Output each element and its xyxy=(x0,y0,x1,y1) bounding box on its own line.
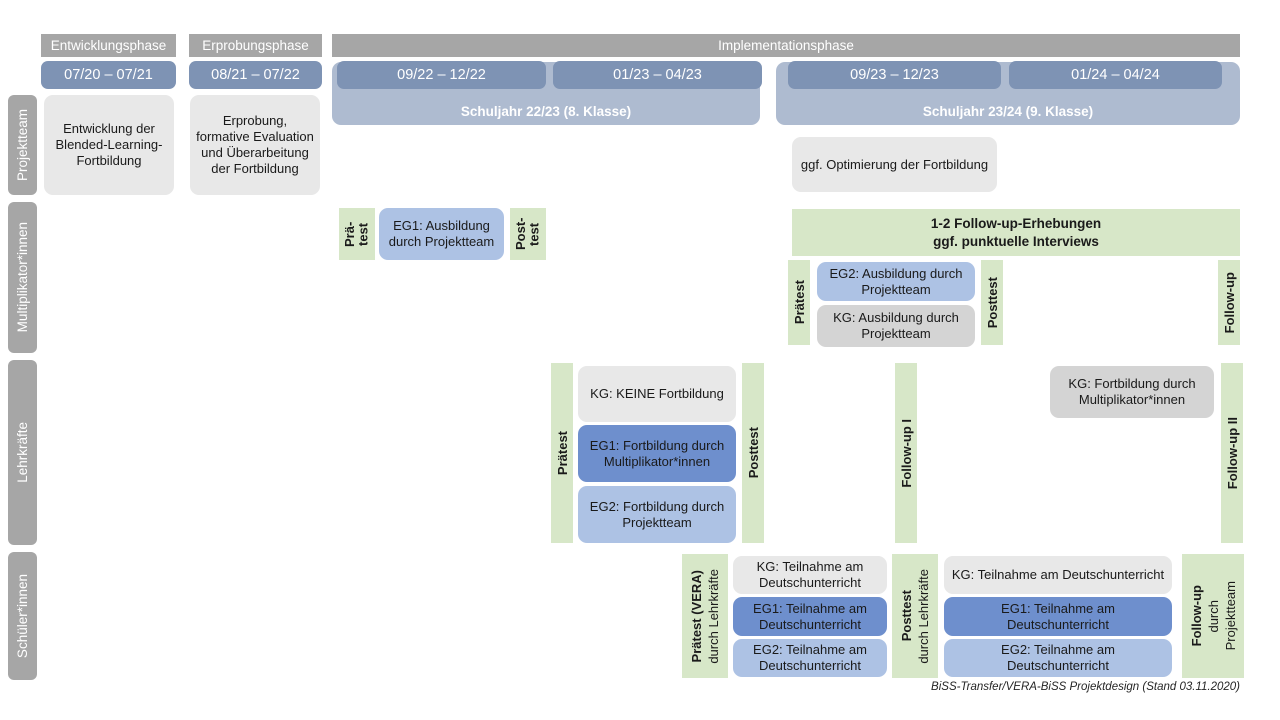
praetest-vera-label: Prätest (VERA) xyxy=(689,569,704,663)
multiplikatorinnen-kg-box: KG: Ausbildung durch Projektteam xyxy=(817,305,975,347)
multiplikatorinnen-praetest-1-strip: Prä-test xyxy=(339,208,375,260)
schuelerinnen-eg1-2-box: EG1: Teilnahme am Deutschunterricht xyxy=(944,597,1172,636)
period-label: 09/22 – 12/22 xyxy=(397,67,486,83)
period-label: 01/24 – 04/24 xyxy=(1071,67,1160,83)
multiplikatorinnen-eg2-box: EG2: Ausbildung durch Projektteam xyxy=(817,262,975,301)
school-year-label: Schuljahr 23/24 (9. Klasse) xyxy=(922,104,1094,119)
period-pill-0923-1223: 09/23 – 12/23 xyxy=(788,61,1001,89)
posttest-sub-label: durch Lehrkräfte xyxy=(916,568,931,664)
schuelerinnen-eg2-2-box: EG2: Teilnahme am Deutschunterricht xyxy=(944,639,1172,677)
schuelerinnen-kg-2-box: KG: Teilnahme am Deutschunterricht xyxy=(944,556,1172,594)
period-pill-0124-0424: 01/24 – 04/24 xyxy=(1009,61,1222,89)
lehrkraefte-followup-2-strip: Follow-up II xyxy=(1221,363,1243,543)
row-label-multiplikatorinnen: Multiplikator*innen xyxy=(8,202,37,353)
schuelerinnen-kg-1-box: KG: Teilnahme am Deutschunterricht xyxy=(733,556,887,594)
schuelerinnen-followup-strip: Follow-up durch Projektteam xyxy=(1182,554,1244,678)
lehrkraefte-posttest-strip: Posttest xyxy=(742,363,764,543)
phase-header-implementationsphase: Implementationsphase xyxy=(332,34,1240,57)
followup-1-label: Follow-up I xyxy=(898,418,914,488)
phase-header-erprobungsphase: Erprobungsphase xyxy=(189,34,322,57)
projektteam-entwicklung-box: Entwicklung der Blended-Learning-Fortbil… xyxy=(44,95,174,195)
lehrkraefte-followup-1-strip: Follow-up I xyxy=(895,363,917,543)
praetest-label: Prä-test xyxy=(342,221,371,247)
period-pill-0720-0721: 07/20 – 07/21 xyxy=(41,61,176,89)
praetest-label: Prätest xyxy=(791,280,807,325)
period-label: 09/23 – 12/23 xyxy=(850,67,939,83)
period-label: 07/20 – 07/21 xyxy=(64,67,153,83)
projektteam-optimierung-box: ggf. Optimierung der Fortbildung xyxy=(792,137,997,192)
posttest-label: Posttest xyxy=(745,427,761,479)
posttest-label: Posttest xyxy=(899,590,914,642)
period-pill-0123-0423: 01/23 – 04/23 xyxy=(553,61,762,89)
multiplikatorinnen-posttest-1-strip: Post-test xyxy=(510,208,546,260)
row-label-schuelerinnen: Schüler*innen xyxy=(8,552,37,680)
multiplikatorinnen-posttest-2-strip: Posttest xyxy=(981,260,1003,345)
lehrkraefte-kg-fortbildung-box: KG: Fortbildung durch Multiplikator*inne… xyxy=(1050,366,1214,418)
followup-label: Follow-up xyxy=(1188,585,1204,647)
footer-caption: BiSS-Transfer/VERA-BiSS Projektdesign (S… xyxy=(931,681,1240,693)
lehrkraefte-eg1-box: EG1: Fortbildung durch Multiplikator*inn… xyxy=(578,425,736,482)
schuelerinnen-praetest-strip: Prätest (VERA) durch Lehrkräfte xyxy=(682,554,728,678)
school-year-label: Schuljahr 22/23 (8. Klasse) xyxy=(460,104,632,119)
phase-header-label: Erprobungsphase xyxy=(202,37,309,53)
row-label-projektteam: Projektteam xyxy=(8,95,37,195)
multiplikatorinnen-praetest-2-strip: Prätest xyxy=(788,260,810,345)
posttest-label: Post-test xyxy=(513,217,542,251)
posttest-label: Posttest xyxy=(984,276,1000,329)
followup-2-label: Follow-up II xyxy=(1224,416,1240,490)
followup-label: Follow-up xyxy=(1221,271,1237,334)
phase-header-entwicklungsphase: Entwicklungsphase xyxy=(41,34,176,57)
period-label: 08/21 – 07/22 xyxy=(211,67,300,83)
lehrkraefte-eg2-box: EG2: Fortbildung durch Projektteam xyxy=(578,486,736,543)
row-label-lehrkraefte: Lehrkräfte xyxy=(8,360,37,545)
lehrkraefte-kg-keine-box: KG: KEINE Fortbildung xyxy=(578,366,736,422)
multiplikatorinnen-eg1-box: EG1: Ausbildung durch Projektteam xyxy=(379,208,504,260)
multiplikatorinnen-followup-strip: Follow-up xyxy=(1218,260,1240,345)
phase-header-label: Entwicklungsphase xyxy=(50,37,167,53)
schuelerinnen-eg2-1-box: EG2: Teilnahme am Deutschunterricht xyxy=(733,639,887,677)
period-pill-0821-0722: 08/21 – 07/22 xyxy=(189,61,322,89)
schuelerinnen-posttest-strip: Posttest durch Lehrkräfte xyxy=(892,554,938,678)
lehrkraefte-praetest-strip: Prätest xyxy=(551,363,573,543)
praetest-sub-label: durch Lehrkräfte xyxy=(706,568,721,664)
period-label: 01/23 – 04/23 xyxy=(613,67,702,83)
period-pill-0922-1222: 09/22 – 12/22 xyxy=(337,61,546,89)
followup-sub-durch-label: durch xyxy=(1205,599,1221,633)
projektteam-erprobung-box: Erprobung, formative Evaluation und Über… xyxy=(190,95,320,195)
schuelerinnen-eg1-1-box: EG1: Teilnahme am Deutschunterricht xyxy=(733,597,887,636)
followup-banner-label: 1-2 Follow-up-Erhebungen ggf. punktuelle… xyxy=(930,215,1102,249)
phase-header-label: Implementationsphase xyxy=(718,37,854,53)
praetest-label: Prätest xyxy=(554,430,570,476)
multiplikatorinnen-followup-banner: 1-2 Follow-up-Erhebungen ggf. punktuelle… xyxy=(792,209,1240,256)
followup-sub-projektteam-label: Projektteam xyxy=(1222,581,1238,651)
